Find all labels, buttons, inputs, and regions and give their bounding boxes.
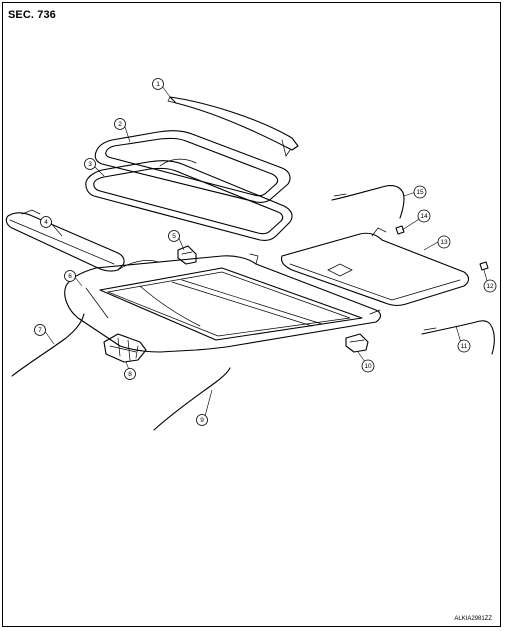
- svg-text:15: 15: [416, 189, 424, 196]
- svg-text:9: 9: [200, 417, 204, 424]
- figure-code: ALKIA2981ZZ: [454, 616, 492, 622]
- callout-10: 10: [361, 359, 375, 373]
- callout-1: 1: [152, 78, 164, 90]
- svg-text:8: 8: [128, 371, 132, 378]
- part-4-front-trim: [5, 209, 159, 272]
- part-9-drain-hose: [153, 367, 231, 431]
- svg-text:13: 13: [440, 239, 448, 246]
- svg-text:6: 6: [68, 273, 72, 280]
- svg-text:2: 2: [118, 121, 122, 128]
- svg-text:11: 11: [461, 343, 468, 350]
- svg-text:1: 1: [156, 81, 160, 88]
- callout-9: 9: [196, 414, 208, 426]
- callout-14: 14: [417, 209, 431, 223]
- section-title: SEC. 736: [8, 9, 56, 21]
- callout-3: 3: [84, 158, 96, 170]
- svg-text:10: 10: [364, 363, 372, 370]
- part-14-clip: [395, 225, 405, 235]
- part-3-glass-seal: [85, 158, 293, 241]
- diagram-frame: SEC. 736 ALKIA2981ZZ: [2, 2, 501, 627]
- svg-text:7: 7: [38, 327, 42, 334]
- callout-15: 15: [413, 185, 427, 199]
- part-7-drain-hose-left: [11, 313, 85, 377]
- part-6-sunroof-frame: [64, 253, 382, 353]
- callout-13: 13: [437, 235, 451, 249]
- part-5-bracket: [177, 245, 197, 265]
- callout-5: 5: [168, 230, 180, 242]
- svg-text:5: 5: [172, 233, 176, 240]
- part-13-sunshade: [280, 227, 470, 307]
- callout-6: 6: [64, 270, 76, 282]
- svg-text:3: 3: [88, 161, 92, 168]
- part-10-bracket: [345, 333, 369, 353]
- callout-4: 4: [40, 216, 52, 228]
- svg-text:4: 4: [44, 219, 48, 226]
- part-1-deflector: [167, 96, 299, 157]
- callout-7: 7: [34, 324, 46, 336]
- svg-text:14: 14: [420, 213, 428, 220]
- part-11-drain-hose-right: [421, 320, 495, 355]
- part-15-drain-hose-right-front: [331, 185, 405, 219]
- callout-8: 8: [124, 368, 136, 380]
- callout-12: 12: [483, 279, 497, 293]
- callout-11: 11: [457, 339, 471, 353]
- svg-text:12: 12: [486, 283, 494, 290]
- part-2-glass-frame: [94, 130, 291, 203]
- leader-lines: [43, 85, 489, 421]
- callout-2: 2: [114, 118, 126, 130]
- part-12-clip: [479, 261, 489, 271]
- part-8-motor: [103, 333, 147, 363]
